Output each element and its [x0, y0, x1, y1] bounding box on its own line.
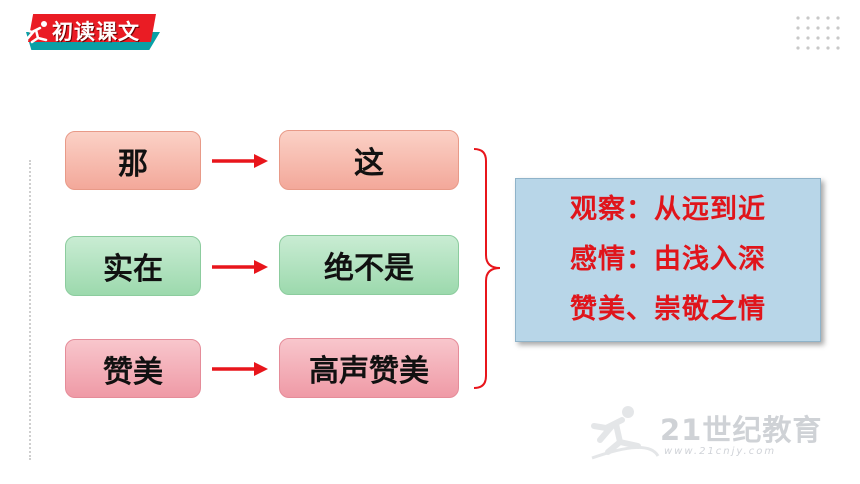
arrow-right-icon [212, 260, 268, 274]
arrow-right-icon [212, 362, 268, 376]
summary-box: 观察：从远到近 感情：由浅入深 赞美、崇敬之情 [515, 178, 821, 342]
badge-label: 初读课文 [52, 20, 140, 44]
badge-background [28, 14, 156, 42]
summary-line-observation: 观察：从远到近 [570, 194, 766, 225]
word-text: 赞美 [103, 354, 163, 390]
word-box-original: 实在 [65, 236, 201, 296]
watermark-logo-icon [591, 406, 660, 460]
right-brace [473, 148, 501, 389]
word-box-original: 赞美 [65, 339, 201, 398]
word-text: 这 [354, 146, 384, 181]
watermark-url: www.21cnjy.com [664, 446, 777, 457]
watermark-brand: 21世纪教育 [660, 413, 823, 447]
dotted-divider [29, 160, 31, 460]
word-text: 绝不是 [324, 251, 414, 286]
word-box-revised: 绝不是 [279, 235, 459, 295]
arrow-right-icon [212, 154, 268, 168]
word-text: 实在 [103, 252, 163, 287]
word-text: 高声赞美 [309, 354, 429, 389]
dot-grid-decoration [796, 16, 840, 50]
word-box-revised: 高声赞美 [279, 338, 459, 398]
word-box-original: 那 [65, 131, 201, 190]
summary-line-emotion: 感情：由浅入深 [570, 244, 766, 275]
runner-icon [24, 21, 48, 44]
word-box-revised: 这 [279, 130, 459, 190]
word-text: 那 [118, 146, 148, 182]
summary-line-praise: 赞美、崇敬之情 [570, 294, 766, 325]
section-badge: 初读课文 [22, 8, 162, 52]
